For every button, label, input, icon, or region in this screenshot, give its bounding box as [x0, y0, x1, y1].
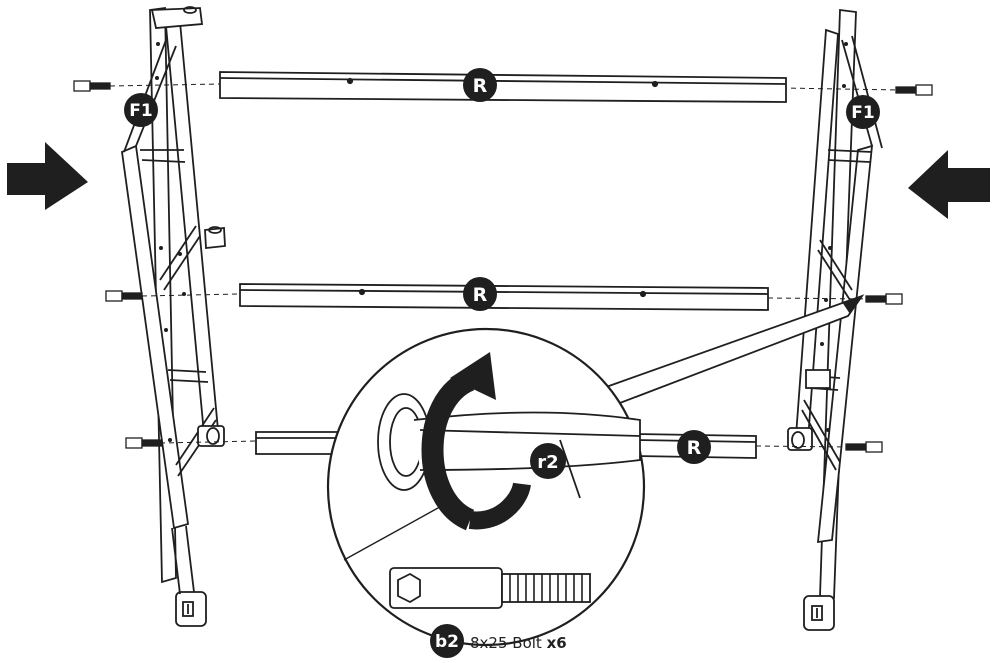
bolt [865, 293, 903, 305]
label-badge-r-top: R [463, 68, 497, 102]
bolt-quantity: x6 [547, 634, 567, 652]
right-frame-holes [820, 42, 848, 432]
bolt [73, 80, 111, 92]
label-badge-f1-left: F1 [124, 93, 158, 127]
left-frame-holes [155, 42, 186, 442]
bolt [125, 437, 163, 449]
push-arrow-right [908, 150, 990, 219]
label-badge-r-middle: R [463, 277, 497, 311]
alignment-lines [109, 83, 901, 448]
label-badge-r2: r2 [530, 443, 566, 479]
label-badge-r-bottom: R [677, 430, 711, 464]
push-arrow-left [7, 142, 88, 210]
badge-text: R [473, 75, 488, 97]
badge-text: R [687, 437, 702, 459]
badge-text: r2 [537, 452, 558, 473]
label-badge-b2: b2 [430, 624, 464, 658]
label-badge-f1-right: F1 [846, 95, 880, 129]
bolt-caption: 8x25 Bolt x6 [470, 634, 567, 652]
callout-pointer-tip [842, 296, 862, 314]
rail-middle [239, 283, 769, 311]
detail-content [343, 352, 641, 609]
badge-text: b2 [435, 632, 459, 652]
rail-top [219, 71, 787, 103]
badge-text: R [473, 284, 488, 306]
bolt-description: 8x25 Bolt [470, 634, 542, 652]
bolt [845, 441, 883, 453]
bolt [895, 84, 933, 96]
badge-text: F1 [129, 101, 152, 121]
bolt [105, 290, 143, 302]
badge-text: F1 [851, 103, 874, 123]
